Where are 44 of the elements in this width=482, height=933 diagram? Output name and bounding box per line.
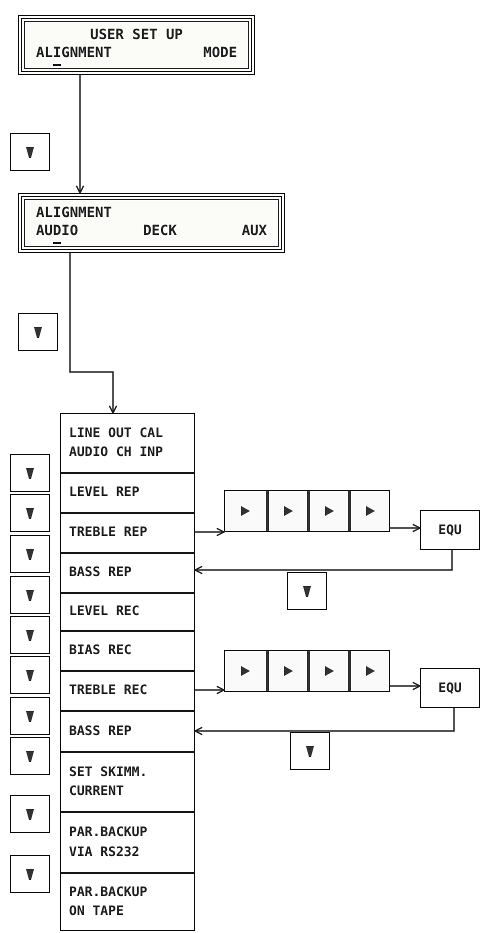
menu-item — [60, 873, 195, 931]
menu-item-label: BASS REP — [69, 722, 133, 741]
key-row — [224, 490, 390, 532]
connector-arrow — [194, 708, 455, 736]
menu-item — [60, 593, 195, 631]
connector-arrow — [195, 528, 225, 536]
connector-arrow — [76, 75, 84, 194]
display-heading: USER SET UP — [89, 27, 184, 43]
menu-item-label: AUDIO CH INP — [69, 444, 164, 462]
connector-arrow — [195, 686, 225, 694]
menu-item-label: PAR.BACKUP VIA RS232 — [69, 824, 148, 862]
equ-box: EQU — [420, 510, 480, 550]
menu-item — [60, 631, 195, 671]
menu-option: DECK — [143, 223, 177, 239]
menu-option: MODE — [203, 45, 237, 61]
menu-item — [60, 513, 195, 553]
menu-item — [60, 711, 195, 752]
menu-item-label: TREBLE REP — [69, 524, 148, 542]
equ-box: EQU — [420, 668, 480, 708]
menu-item-label: LEVEL REC — [69, 603, 140, 622]
menu-option: ALIGNMENT — [36, 45, 112, 61]
menu-item — [60, 413, 195, 473]
connector-arrow — [194, 550, 453, 574]
menu-item — [60, 671, 195, 711]
menu-item-label: LEVEL REP — [69, 484, 140, 502]
menu-item — [60, 473, 195, 513]
menu-item-label: BASS REP — [69, 564, 133, 582]
menu-option: AUDIO — [36, 223, 78, 239]
menu-item-label: PAR.BACKUP ON TAPE — [69, 884, 148, 921]
menu-item — [60, 752, 195, 812]
display-screen — [18, 193, 285, 253]
menu-item-label: SET SKIMM. CURRENT — [69, 764, 148, 801]
menu-option: AUX — [242, 223, 267, 239]
connector-arrow — [69, 253, 118, 414]
display-heading: ALIGNMENT — [36, 205, 113, 221]
menu-item-label: BIAS REC — [69, 642, 133, 660]
menu-item-label: LINE OUT CAL — [69, 424, 164, 442]
menu-item — [60, 553, 195, 593]
menu-item-label: TREBLE REC — [69, 682, 148, 700]
connector-arrow — [390, 524, 421, 532]
connector-arrow — [390, 682, 421, 690]
menu-item — [60, 812, 195, 873]
display-screen — [18, 15, 255, 75]
key-row — [224, 650, 390, 692]
